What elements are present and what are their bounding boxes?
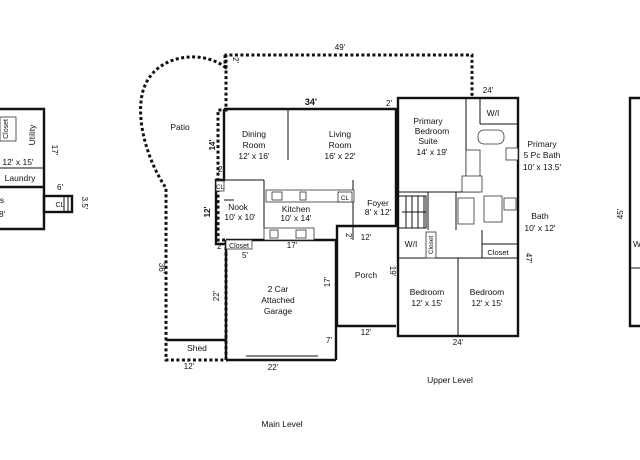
dim-14: 14' [208, 140, 217, 151]
hall-closet-label: Closet [487, 248, 509, 257]
dim-12-bottom: 12' [184, 362, 195, 371]
kitchen-cl-label: CL [341, 195, 350, 202]
dim-7: 7' [326, 336, 332, 345]
shed-label: Shed [187, 343, 207, 353]
dim-2-top: 2' [231, 57, 240, 63]
dining-room-size: 12' x 16' [238, 151, 270, 161]
kitchen-size: 10' x 14' [280, 213, 312, 223]
patio-label: Patio [170, 122, 190, 132]
nook-size: 10' x 10' [224, 212, 256, 222]
dim-right-45: 45' [616, 208, 625, 219]
dim-34: 34' [305, 97, 317, 107]
dim-12-porch: 12' [361, 328, 372, 337]
bath-size: 10' x 12' [524, 223, 556, 233]
foyer-label: Foyer [367, 198, 389, 208]
stairs [397, 195, 427, 229]
left-closet-box [0, 116, 17, 142]
dim-19: 19' [388, 266, 397, 277]
dim-47: 47' [524, 253, 533, 264]
wi-lower-label: W/I [405, 239, 418, 249]
dim-left-35: 3.5' [80, 197, 89, 210]
bath-label: Bath [531, 211, 549, 221]
dim-2-nook: 2' [218, 165, 224, 174]
foyer-size: 8' x 12' [365, 207, 392, 217]
nook-cl-label: CL [216, 185, 224, 191]
bedroom-1-size: 12' x 15' [411, 298, 443, 308]
left-fragment-2: 8' [0, 209, 6, 219]
kitchen-label: Kitchen [282, 204, 311, 214]
wi-upper-label: W/I [487, 108, 500, 118]
left-cl-label: CL [56, 202, 65, 209]
dim-left-17: 17' [50, 145, 59, 156]
nook-label: Nook [228, 202, 249, 212]
dim-49: 49' [335, 43, 346, 52]
primary-toilet [505, 147, 519, 161]
dim-36: 36' [157, 263, 166, 274]
left-closet-label: Closet [3, 119, 10, 139]
dim-22-bottom: 22' [268, 363, 279, 372]
upper-level-caption: Upper Level [427, 375, 473, 385]
dim-22-side: 22' [212, 290, 221, 301]
left-steps [63, 196, 73, 212]
dim-17-garage: 17' [323, 276, 332, 287]
kitchen-counter-top [265, 189, 355, 203]
dim-2-right: 2' [386, 99, 392, 108]
left-fragment-1: s [0, 195, 4, 205]
dim-24-bottom: 24' [453, 338, 464, 347]
hall-bath-tub [483, 195, 503, 223]
primary-tub [477, 129, 505, 145]
left-partial-level: Closet Utility 12' x 15' Laundry s 8' 17… [0, 107, 89, 231]
right-partial-level: W 45' [616, 96, 640, 328]
left-room-size: 12' x 15' [2, 157, 34, 167]
dim-2-closet: 2' [217, 242, 223, 251]
main-level-caption: Main Level [261, 419, 302, 429]
dim-12-left: 12' [203, 207, 212, 218]
bedroom-2-size: 12' x 15' [471, 298, 503, 308]
dim-2-foyer: 2' [344, 233, 353, 239]
right-wi-fragment: W [633, 239, 640, 249]
bedroom-2-label: Bedroom [470, 287, 505, 297]
primary-bath-size: 10' x 13.5' [523, 162, 562, 172]
dim-5: 5' [242, 251, 248, 260]
porch-label: Porch [355, 270, 377, 280]
dim-17-mid: 17' [287, 241, 298, 250]
laundry-label: Laundry [5, 173, 36, 183]
utility-label: Utility [27, 124, 37, 146]
dim-12-foyer: 12' [361, 233, 372, 242]
living-room-size: 16' x 22' [324, 151, 356, 161]
garage-closet-label: Closet [229, 243, 249, 250]
upper-closet-label: Closet [428, 236, 435, 255]
dim-left-6: 6' [57, 183, 63, 192]
bedroom-1-label: Bedroom [410, 287, 445, 297]
primary-suite-size: 14' x 19' [416, 147, 448, 157]
dim-24-top: 24' [483, 86, 494, 95]
